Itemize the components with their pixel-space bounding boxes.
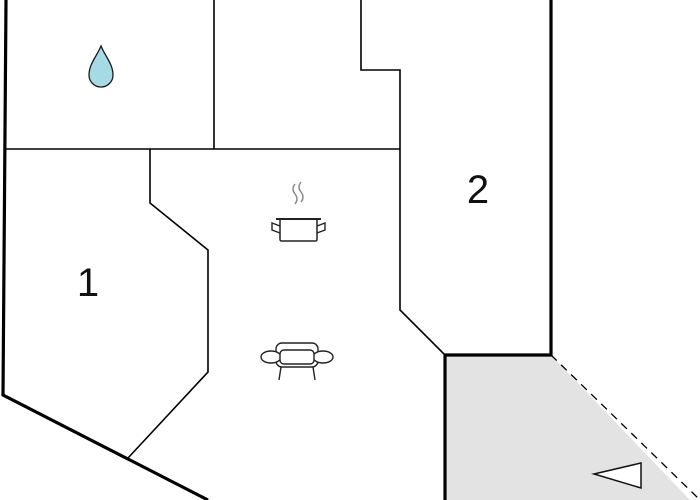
interior-walls [5,0,446,459]
west-outer-wall [1,0,209,500]
room-1-label: 1 [77,261,99,305]
room-2-label: 2 [467,168,489,212]
wall-bedroom1-living [127,149,209,459]
wall-hall-bedroom2 [360,0,446,356]
cooking-pot-icon [271,181,326,242]
terrace-area [445,355,690,500]
east-outer-wall [443,0,553,500]
water-drop-icon [88,44,114,88]
terrace-dashed-edge [550,354,700,500]
exterior-walls [1,0,553,500]
sofa-icon [260,342,334,381]
entrance-arrow-icon [591,462,642,490]
